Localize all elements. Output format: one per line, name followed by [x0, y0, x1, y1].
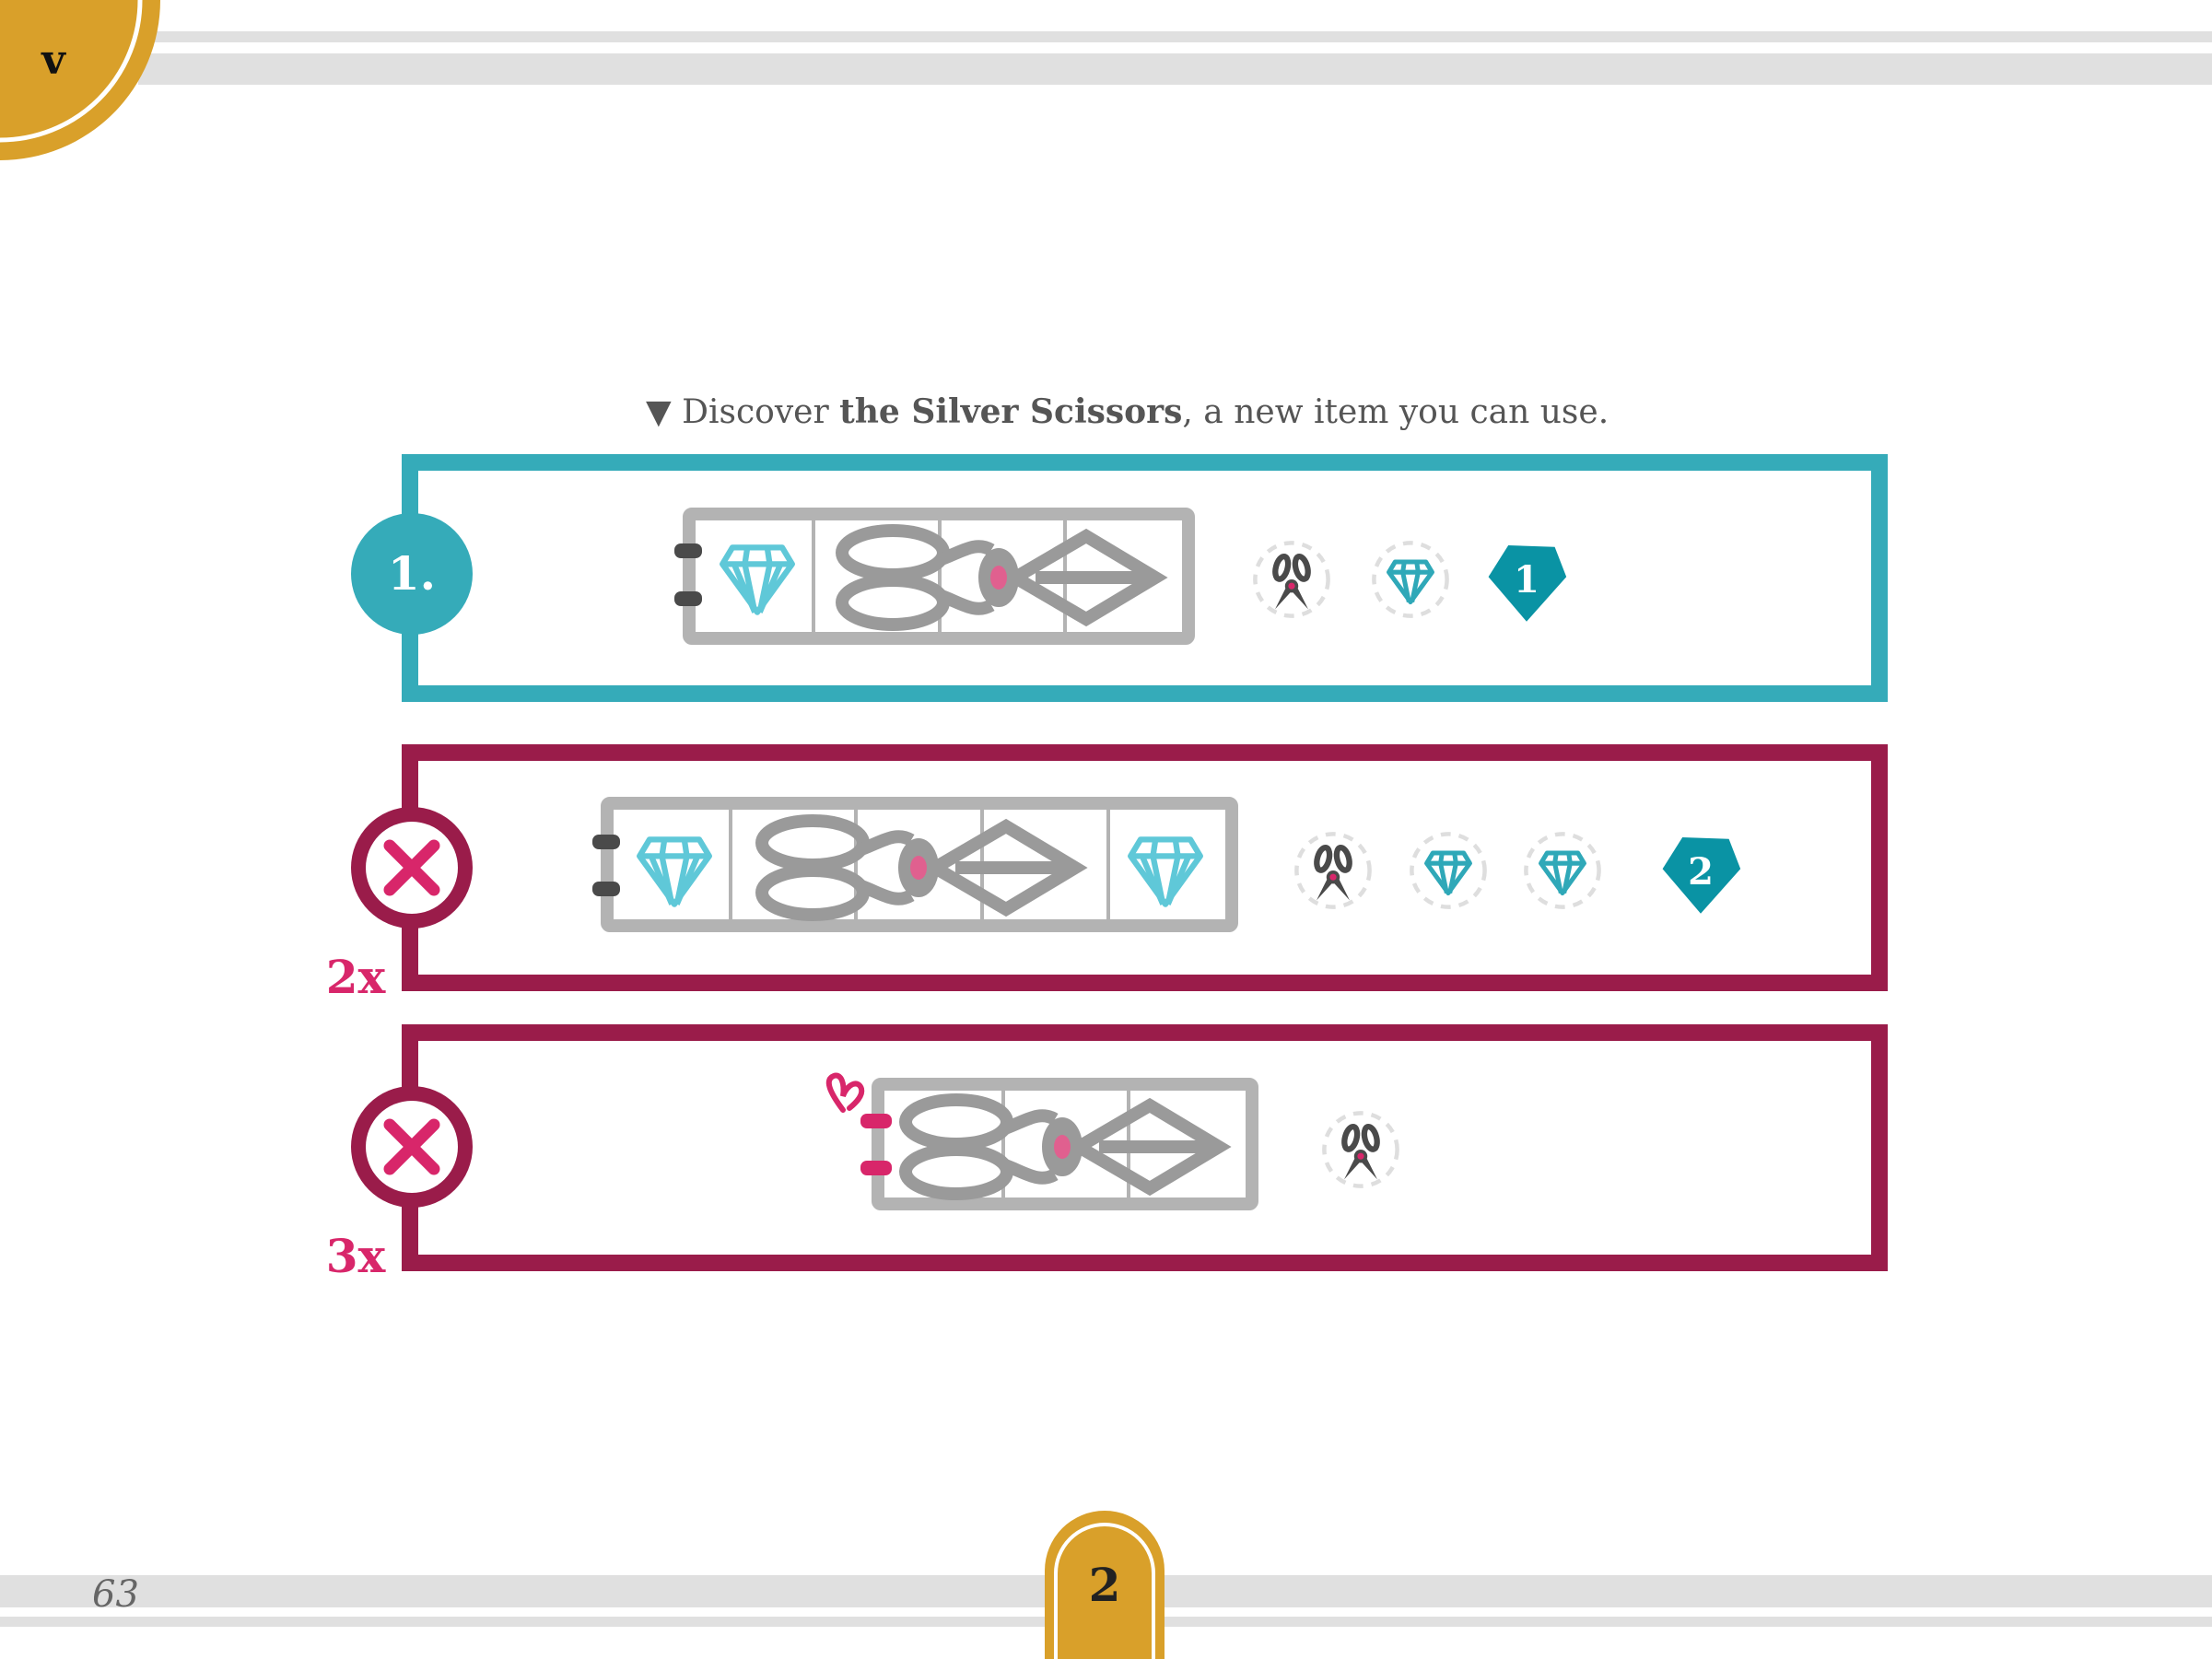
binder-tab	[860, 1114, 892, 1128]
footer: 63 2	[0, 1511, 2212, 1659]
multiplier-label: 2x	[326, 950, 387, 1004]
panel-step-3: 3x	[326, 1024, 1888, 1283]
diamond-token-icon	[1374, 543, 1446, 615]
multiplier-label: 3x	[326, 1229, 387, 1283]
instruction-suffix: , a new item you can use.	[1182, 393, 1609, 431]
binder-tab	[674, 591, 702, 606]
header-decoration: v	[0, 0, 2212, 160]
binder-tab	[674, 543, 702, 558]
result-number: 2	[1688, 850, 1714, 894]
item-strip	[674, 508, 1195, 645]
step-badge-label: 1.	[388, 546, 436, 601]
item-strip	[825, 1072, 1258, 1210]
triangle-marker-icon: ▼	[646, 393, 672, 431]
binder-tab	[860, 1161, 892, 1175]
heart-icon	[825, 1072, 865, 1113]
result-number: 1	[1514, 558, 1539, 602]
panel-step-1: 1. 1	[351, 454, 1888, 702]
chapter-badge	[0, 0, 160, 160]
chapter-letter: v	[41, 37, 66, 84]
tab-number: 2	[1089, 1558, 1121, 1612]
chapter-tab	[1045, 1511, 1165, 1659]
scissors-token-icon	[1324, 1113, 1397, 1186]
panel-step-2: 2x 2	[326, 744, 1888, 1004]
binder-tab	[592, 882, 620, 896]
diamond-token-icon	[1411, 834, 1484, 906]
instruction-item-name: the Silver Scissors	[839, 392, 1182, 431]
diamond-token-icon	[1526, 834, 1598, 906]
instruction-text: ▼ Discover the Silver Scissors, a new it…	[646, 392, 1609, 431]
item-strip	[592, 797, 1238, 932]
fail-x-icon	[351, 1086, 473, 1208]
fail-x-icon	[351, 807, 473, 929]
scissors-token-icon	[1296, 834, 1369, 906]
scissors-token-icon	[1255, 543, 1328, 615]
step-badge	[351, 513, 473, 635]
page-number: 63	[92, 1573, 139, 1616]
binder-tab	[592, 835, 620, 849]
instruction-prefix: Discover	[682, 393, 839, 431]
